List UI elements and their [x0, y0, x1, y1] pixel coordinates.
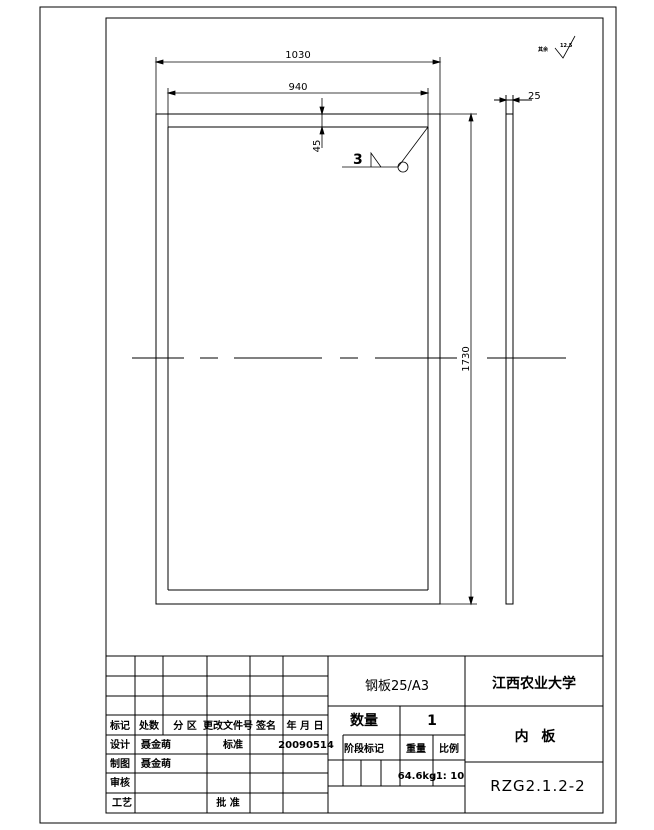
hdr-date: 年 月 日: [287, 719, 324, 732]
weld-symbol: [342, 126, 429, 173]
role-design: 设计: [110, 738, 130, 751]
dim-height: [440, 112, 477, 606]
quantity-label: 数量: [350, 712, 378, 729]
weight-label: 重量: [406, 742, 426, 755]
inner-frame: [105, 17, 604, 814]
stage-label: 阶段标记: [344, 742, 384, 755]
surface-value: 12.5: [560, 43, 573, 49]
hdr-zone: 分 区: [173, 719, 196, 732]
role-process: 工艺: [112, 796, 132, 809]
drawing-code: RZG2.1.2-2: [490, 777, 585, 795]
panel-outline: [155, 113, 441, 605]
title-block: [106, 655, 603, 813]
part-name: 内 板: [515, 728, 560, 745]
role-standard: 标准: [222, 738, 243, 751]
weight-value: 64.6kg: [398, 771, 436, 782]
hdr-doc: 更改文件号: [203, 719, 253, 732]
role-approve: 批 准: [216, 796, 239, 809]
dim-bar-height: [319, 98, 325, 148]
role-review: 审核: [110, 776, 130, 789]
surface-label: 其余: [538, 46, 549, 53]
role-draft-name: 聂金萌: [140, 757, 171, 770]
dim-overall-width-label: 1030: [285, 50, 310, 61]
scale-value: 1: 10: [436, 771, 464, 782]
dim-inner-width: [166, 88, 430, 127]
outer-border: [39, 6, 617, 824]
role-draft: 制图: [110, 757, 130, 770]
role-design-name: 聂金萌: [140, 738, 171, 751]
dim-thickness-label: 25: [528, 91, 541, 102]
institution: 江西农业大学: [492, 675, 576, 692]
dim-bar-height-label: 45: [312, 140, 323, 153]
dim-inner-width-label: 940: [288, 82, 307, 93]
front-view: [155, 113, 441, 605]
dim-overall-width: [154, 57, 442, 114]
hdr-mark: 标记: [109, 719, 130, 732]
scale-label: 比例: [439, 742, 459, 755]
dim-height-label: 1730: [461, 346, 472, 371]
side-view: [494, 95, 532, 605]
surface-roughness-symbol: 其余 12.5: [538, 35, 576, 59]
weld-size: 3: [353, 152, 363, 168]
quantity-value: 1: [427, 713, 437, 729]
role-date: 20090514: [278, 740, 334, 751]
hdr-sign: 签名: [255, 719, 276, 732]
material: 钢板25/A3: [365, 679, 429, 694]
hdr-count: 处数: [138, 719, 160, 732]
